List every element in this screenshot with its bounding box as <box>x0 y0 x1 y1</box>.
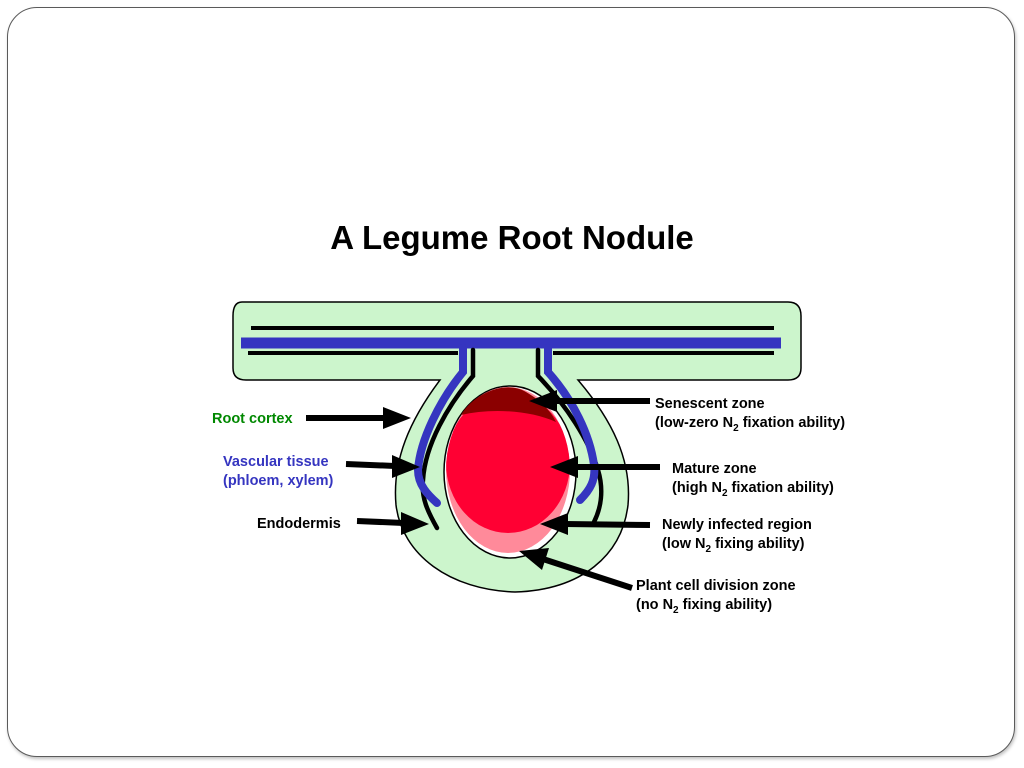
label-senescent-line2-a: (low-zero N <box>655 415 733 431</box>
label-newly-line2-a: (low N <box>662 536 706 552</box>
vascular-branch-right <box>544 344 599 504</box>
arrow-newly-infected <box>564 521 651 528</box>
label-senescent-line2-b: fixation ability) <box>739 415 846 431</box>
label-senescent-line2: (low-zero N2 fixation ability) <box>655 415 845 434</box>
label-mature-line2: (high N2 fixation ability) <box>672 480 834 499</box>
arrowhead-root-cortex <box>383 407 411 429</box>
label-senescent-line1: Senescent zone <box>655 396 765 412</box>
label-mature-line2-b: fixation ability) <box>728 480 835 496</box>
arrowhead-newly-infected <box>540 513 568 535</box>
vascular-branch-left <box>413 344 467 507</box>
label-newly-line2-b: fixing ability) <box>711 536 805 552</box>
label-division-line2: (no N2 fixing ability) <box>636 597 772 616</box>
label-division-line2-b: fixing ability) <box>679 597 773 613</box>
arrows <box>306 390 660 591</box>
label-newly-line2-sub: 2 <box>706 544 712 555</box>
label-division-line2-a: (no N <box>636 597 673 613</box>
arrowhead-vascular <box>392 455 420 478</box>
senescent-zone <box>461 387 556 422</box>
arrow-vascular <box>345 461 396 469</box>
arrow-endodermis <box>356 518 405 526</box>
label-endodermis: Endodermis <box>257 516 341 532</box>
endodermis-left <box>420 347 476 531</box>
label-vascular-line1: Vascular tissue <box>223 454 329 470</box>
arrow-division-zone <box>542 556 633 591</box>
arrowhead-endodermis <box>401 512 429 535</box>
label-division-line1: Plant cell division zone <box>636 578 796 594</box>
label-mature-line1: Mature zone <box>672 461 757 477</box>
mature-zone <box>446 393 570 533</box>
label-senescent-line2-sub: 2 <box>733 423 739 434</box>
label-root-cortex: Root cortex <box>212 411 293 427</box>
arrowhead-division-zone <box>519 548 549 570</box>
arrowhead-mature <box>550 456 578 478</box>
label-mature-line2-a: (high N <box>672 480 722 496</box>
arrowhead-senescent <box>529 390 557 412</box>
diagram-title: A Legume Root Nodule <box>330 219 694 256</box>
label-newly-line1: Newly infected region <box>662 517 812 533</box>
label-vascular-line2: (phloem, xylem) <box>223 473 334 489</box>
label-newly-line2: (low N2 fixing ability) <box>662 536 805 555</box>
label-division-line2-sub: 2 <box>673 605 679 616</box>
label-mature-line2-sub: 2 <box>722 488 728 499</box>
